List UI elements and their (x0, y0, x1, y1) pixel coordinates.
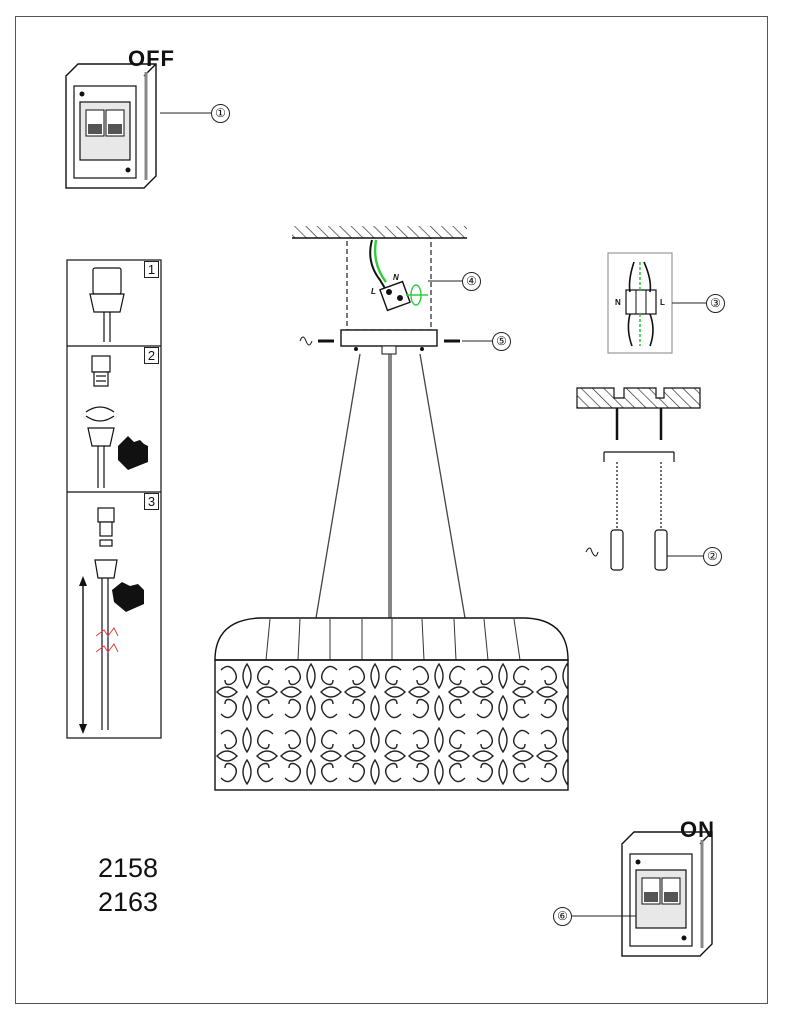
callout-3: ③ (706, 294, 725, 313)
callout-6: ⑥ (553, 907, 572, 926)
hand-icon (118, 436, 148, 470)
step-number-1: 1 (144, 261, 159, 278)
step-number-2: 2 (144, 347, 159, 364)
callout-5: ⑤ (492, 332, 511, 351)
mounting-screw-left (299, 336, 334, 346)
off-switch-box (64, 62, 211, 190)
ceiling-mount (292, 226, 492, 355)
terminal-neutral-label: N (615, 298, 621, 307)
ceiling-anchor-hooks (576, 387, 703, 571)
on-label: ON (680, 817, 715, 842)
model-number-2: 2163 (98, 887, 159, 917)
pendant-shade (214, 617, 569, 791)
hand-icon (112, 582, 144, 612)
callout-1: ① (211, 104, 230, 123)
on-switch-box (571, 830, 714, 958)
callout-2: ② (703, 547, 722, 566)
terminal-live-label: L (660, 298, 665, 307)
wire-neutral-tag: N (393, 273, 399, 282)
terminal-block (607, 252, 706, 354)
model-number-1: 2158 (98, 853, 159, 883)
suspension-cables (315, 353, 466, 619)
instruction-sheet (15, 16, 768, 1004)
step-number-3: 3 (144, 493, 159, 510)
callout-4: ④ (462, 272, 481, 291)
wire-live-tag: L (371, 287, 376, 296)
off-label: OFF (128, 46, 175, 71)
